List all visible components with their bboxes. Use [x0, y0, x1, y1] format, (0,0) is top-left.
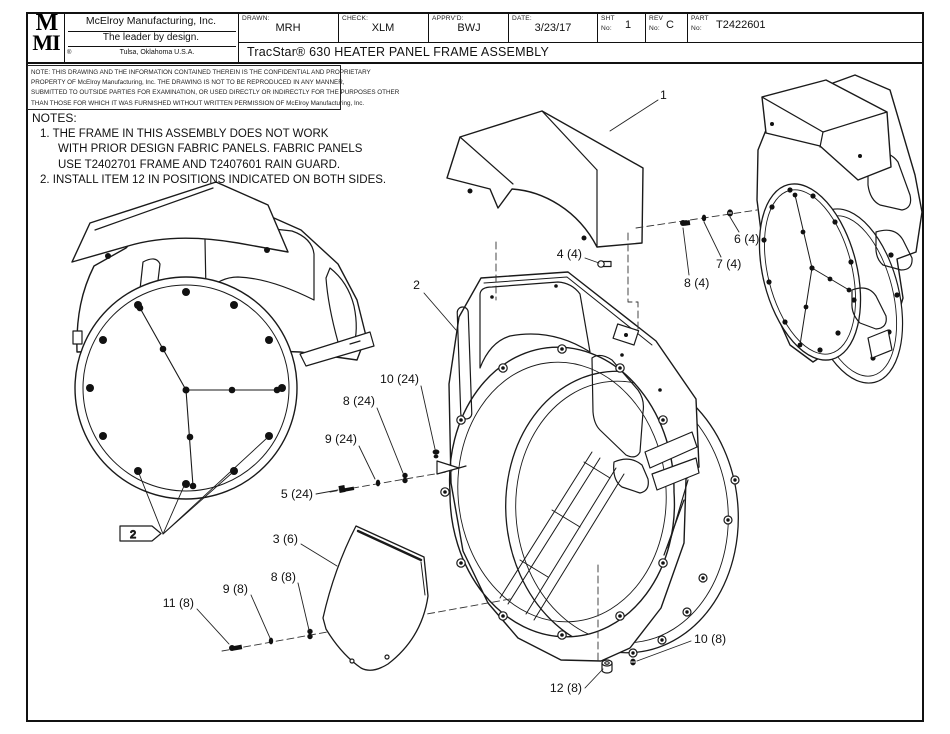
part-label-2: No: — [691, 25, 702, 32]
callout-item-4: 4 (4) — [557, 247, 582, 261]
sht-label-2: No: — [601, 25, 612, 32]
titleblock-line — [508, 12, 509, 42]
callout-item-6: 6 (4) — [734, 232, 759, 246]
callout-item-12: 12 (8) — [550, 681, 582, 695]
company-location: Tulsa, Oklahoma U.S.A. — [119, 49, 195, 56]
titleblock-line — [428, 12, 429, 42]
callout-item-9-mid: 9 (24) — [325, 432, 357, 446]
titleblock-line — [64, 12, 65, 62]
nut-10 — [630, 658, 636, 666]
rev-label-1: REV — [649, 15, 664, 22]
titleblock-line — [687, 12, 688, 42]
check-value: XLM — [371, 22, 395, 34]
confidential-line: PROPERTY OF McElroy Manufacturing, Inc. … — [31, 79, 345, 87]
confidential-line: THAN THOSE FOR WHICH IT WAS FURNISHED WI… — [31, 99, 365, 107]
confidential-line: NOTE: THIS DRAWING AND THE INFORMATION C… — [31, 69, 371, 76]
titleblock-line — [68, 31, 236, 32]
callout-item-1: 1 — [660, 88, 667, 102]
mmi-logo: M MI — [30, 10, 62, 60]
company-name: McElroy Manufacturing, Inc. — [85, 15, 217, 27]
sheet-border — [26, 12, 924, 722]
company-tagline: The leader by design. — [102, 32, 200, 43]
note-line-1: 1. THE FRAME IN THIS ASSEMBLY DOES NOT W… — [40, 128, 329, 141]
ring-fastener-dots — [86, 288, 286, 488]
titleblock-line — [238, 42, 924, 43]
date-label: DATE: — [512, 15, 532, 22]
left-assembly-view: 2 — [71, 181, 375, 542]
confidential-note: NOTE: THIS DRAWING AND THE INFORMATION C… — [27, 65, 400, 110]
callout-item-3: 3 (6) — [273, 532, 298, 546]
panel-item-3 — [322, 525, 429, 671]
confidential-line: SUBMITTED TO OUTSIDE PARTIES FOR EXAMINA… — [31, 89, 400, 97]
callout-labels: 1 2 4 (4) 8 (4) 7 (4) 6 (4) 10 (24) 8 (2… — [163, 88, 760, 695]
titleblock-line — [338, 12, 339, 42]
drawn-value: MRH — [275, 22, 301, 34]
drawing-title: TracStar® 630 HEATER PANEL FRAME ASSEMBL… — [247, 45, 549, 59]
titleblock-line — [68, 46, 236, 47]
callout-leaders — [196, 99, 740, 689]
callout-item-8-mid: 8 (24) — [343, 394, 375, 408]
titleblock-line — [26, 62, 924, 64]
titleblock-line — [645, 12, 646, 42]
rev-value: C — [666, 19, 674, 31]
check-label: CHECK: — [342, 15, 369, 22]
callout-item-9-bottom: 9 (8) — [223, 582, 248, 596]
note-line-1c: USE T2402701 FRAME AND T2407601 RAIN GUA… — [58, 158, 341, 171]
left-view-cover — [71, 181, 289, 263]
note-flag: 2 — [119, 437, 268, 542]
notes-block: NOTES: 1. THE FRAME IN THIS ASSEMBLY DOE… — [32, 111, 386, 186]
notes-heading: NOTES: — [32, 111, 77, 125]
date-value: 3/23/17 — [534, 22, 572, 34]
center-exploded-view — [440, 110, 740, 662]
registered-mark: ® — [67, 50, 72, 56]
callout-item-11: 11 (8) — [163, 596, 194, 610]
screw-4 — [597, 260, 612, 268]
callout-item-7: 7 (4) — [716, 257, 741, 271]
part-value: T2422601 — [716, 19, 766, 31]
apprvd-label: APPRV'D: — [432, 15, 464, 22]
sht-value: 1 — [625, 19, 632, 31]
rev-label-2: No: — [649, 25, 660, 32]
fasteners — [229, 209, 733, 674]
front-ring-bosses — [440, 284, 668, 640]
right-assembly-view — [756, 74, 923, 384]
apprvd-value: BWJ — [457, 22, 481, 34]
part-label-1: PART — [691, 15, 709, 22]
drawn-label: DRAWN: — [242, 15, 270, 22]
support-straps — [499, 451, 625, 621]
titleblock-line — [238, 12, 239, 62]
callout-item-10-bottom: 10 (8) — [694, 632, 726, 646]
cover-item-1 — [446, 110, 644, 248]
note-line-2: 2. INSTALL ITEM 12 IN POSITIONS INDICATE… — [40, 173, 387, 186]
callout-item-2: 2 — [413, 278, 420, 292]
callout-item-5: 5 (24) — [281, 487, 313, 501]
titleblock-line — [597, 12, 598, 42]
note-flag-label: 2 — [130, 529, 136, 541]
right-ring-dots — [761, 187, 857, 353]
callout-item-8-top: 8 (4) — [684, 276, 709, 290]
logo-line-2: MI — [32, 29, 60, 55]
callout-item-8-bottom: 8 (8) — [271, 570, 296, 584]
right-view-cover — [761, 79, 892, 181]
logo-line-1: M — [35, 10, 59, 36]
callout-item-10-mid: 10 (24) — [380, 372, 419, 386]
sht-label-1: SHT — [601, 15, 615, 22]
back-ring-bosses — [628, 475, 740, 658]
note-line-1b: WITH PRIOR DESIGN FABRIC PANELS. FABRIC … — [58, 143, 363, 156]
